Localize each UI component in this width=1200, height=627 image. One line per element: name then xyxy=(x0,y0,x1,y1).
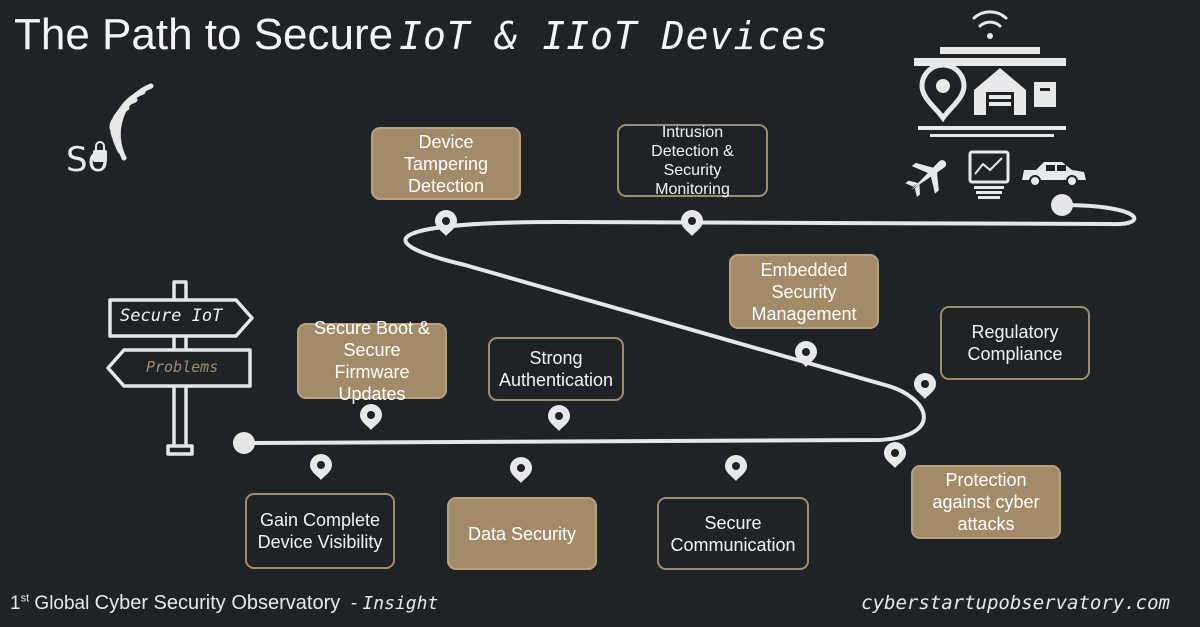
road-start-dot xyxy=(233,432,255,454)
floor-line xyxy=(918,126,1066,130)
location-pin-icon xyxy=(435,210,457,236)
signpost-bottom-text: Problems xyxy=(146,358,219,376)
footer-website: cyberstartupobservatory.com xyxy=(861,592,1170,614)
location-pin-icon xyxy=(919,62,967,123)
road-end-dot xyxy=(1051,194,1073,216)
location-pin-icon xyxy=(510,457,532,483)
signpost-icon xyxy=(106,280,254,456)
airplane-icon xyxy=(905,160,947,198)
roof-bar xyxy=(940,47,1040,54)
dashboard-monitor-icon xyxy=(968,150,1010,199)
footer-ordinal: 1st xyxy=(10,592,30,614)
package-icon xyxy=(1034,82,1056,107)
signpost-top-text: Secure IoT xyxy=(120,306,223,326)
logo-text: So xyxy=(66,140,109,180)
location-pin-icon xyxy=(681,210,703,236)
step-embedded: Embedded Security Management xyxy=(729,254,879,329)
location-pin-icon xyxy=(884,442,906,468)
step-secure-boot: Secure Boot & Secure Firmware Updates xyxy=(297,318,447,404)
footer-brand: 1st Global Cyber Security Observatory - … xyxy=(10,592,438,615)
step-secure-comm: Secure Communication xyxy=(657,497,809,570)
footer-separator: - xyxy=(350,593,358,614)
location-pin-icon xyxy=(360,404,382,430)
footer-insight: Insight xyxy=(362,593,439,614)
title-accent: IoT & IIoT Devices xyxy=(399,14,829,58)
location-pin-icon xyxy=(725,455,747,481)
step-intrusion: Intrusion Detection & Security Monitorin… xyxy=(617,124,768,198)
step-protection: Protection against cyber attacks xyxy=(911,465,1061,539)
footer-observatory: Cyber Security Observatory xyxy=(94,592,341,614)
title-main: The Path to Secure xyxy=(14,10,394,59)
location-pin-icon xyxy=(548,405,570,431)
lock-icon xyxy=(93,141,107,162)
car-icon xyxy=(1022,162,1086,187)
step-regulatory: Regulatory Compliance xyxy=(940,306,1090,380)
step-data-security: Data Security xyxy=(447,497,597,570)
step-tampering: Device Tampering Detection xyxy=(371,127,521,200)
step-strong-auth: Strong Authentication xyxy=(488,337,624,401)
footer-prefix: Global xyxy=(34,593,90,614)
wifi-icon xyxy=(972,10,1008,39)
floor-line xyxy=(930,134,1054,137)
warehouse-icon xyxy=(974,68,1026,115)
step-gain-visibility: Gain Complete Device Visibility xyxy=(245,493,395,569)
roof-bar xyxy=(914,58,1066,66)
location-pin-icon xyxy=(914,373,936,399)
road-path xyxy=(242,203,1137,445)
signal-arc-icon xyxy=(109,83,154,161)
location-pin-icon xyxy=(310,454,332,480)
